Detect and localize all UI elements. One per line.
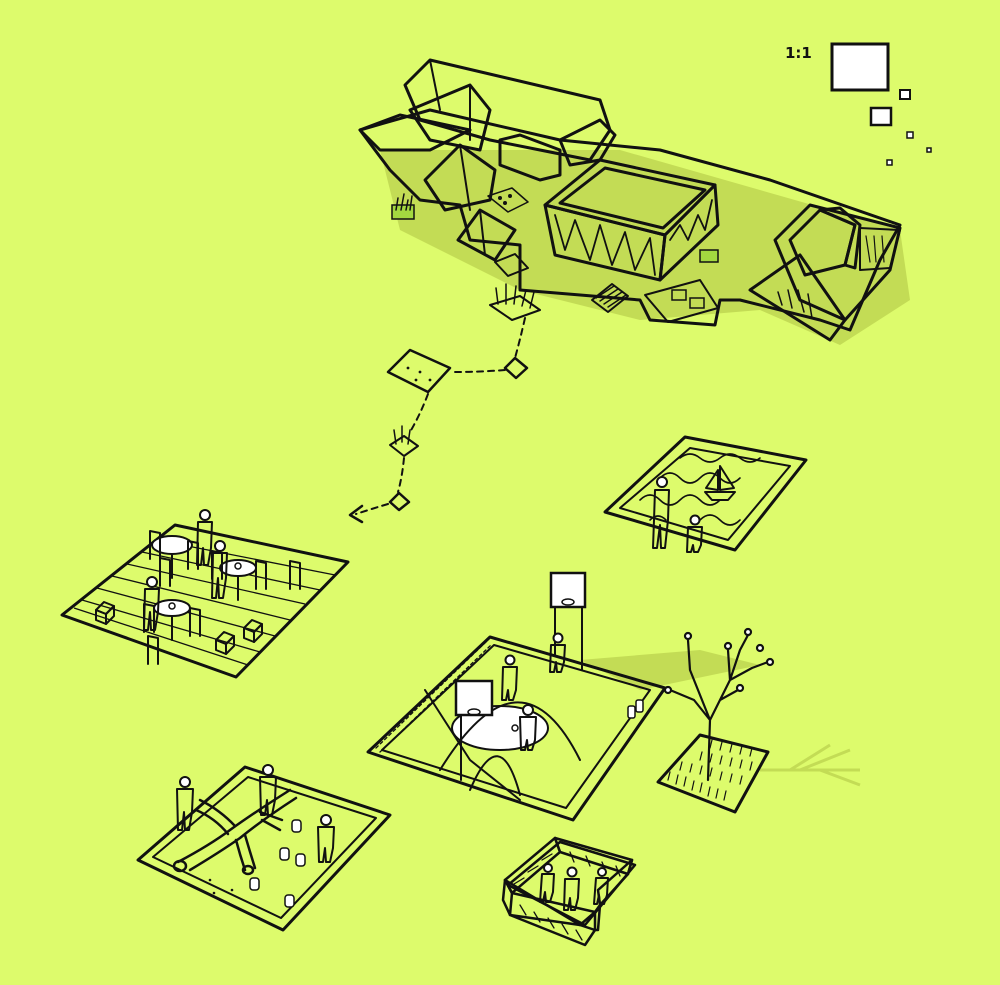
stump-icon	[249, 819, 306, 908]
person-icon	[317, 814, 335, 863]
grass-patch	[391, 193, 415, 220]
person-icon	[539, 863, 555, 903]
person-icon	[259, 764, 277, 816]
cafe-table-icon	[151, 535, 193, 579]
seat-cube	[243, 619, 263, 643]
fallen-tree-icon	[172, 788, 298, 876]
person-icon	[593, 867, 609, 905]
school-building	[358, 58, 910, 345]
path-stepping-stones	[348, 253, 541, 524]
bench-patch	[644, 279, 719, 323]
cone-icon	[627, 699, 644, 719]
person-icon	[563, 866, 580, 911]
person-icon	[501, 654, 518, 701]
person-icon	[176, 776, 194, 831]
scale-square	[886, 159, 893, 166]
scale-label: 1:1	[785, 44, 812, 62]
person-icon	[211, 540, 228, 599]
scale-square	[926, 147, 932, 153]
seat-cube	[95, 601, 115, 625]
grass-tuft-stone	[489, 283, 541, 321]
sailboat-icon	[704, 465, 736, 501]
seat-cube	[215, 631, 235, 655]
scale-square	[869, 106, 893, 127]
scale-square	[906, 131, 914, 139]
cafe-deck	[60, 509, 350, 679]
scale-square-large	[830, 42, 890, 92]
scale-legend: 1:1	[785, 42, 932, 166]
person-icon	[549, 632, 566, 673]
person-icon	[511, 704, 537, 751]
path-stone	[388, 491, 411, 512]
scale-square	[899, 89, 911, 100]
person-icon	[652, 476, 670, 549]
stairs	[591, 283, 629, 313]
person-icon	[143, 576, 160, 631]
path-stone	[494, 253, 529, 277]
grass-tuft-stone	[389, 425, 419, 457]
cafe-table-icon	[219, 559, 257, 601]
basketball-hoop-icon	[454, 679, 494, 781]
hedge-enclosure	[501, 836, 637, 947]
orange-stone	[386, 348, 452, 394]
person-icon	[196, 509, 213, 566]
cafe-table-icon	[153, 599, 191, 641]
person-icon	[686, 514, 703, 553]
sandbox-playground	[136, 764, 392, 932]
tree-on-grass	[656, 627, 861, 814]
tree-icon	[663, 627, 775, 782]
basketball-court	[366, 571, 760, 822]
sand-patch	[487, 187, 529, 213]
path-stone	[503, 356, 529, 380]
pond-with-boat	[603, 435, 808, 553]
arrow-head-icon	[348, 504, 364, 524]
basketball-hoop-icon	[549, 571, 587, 671]
